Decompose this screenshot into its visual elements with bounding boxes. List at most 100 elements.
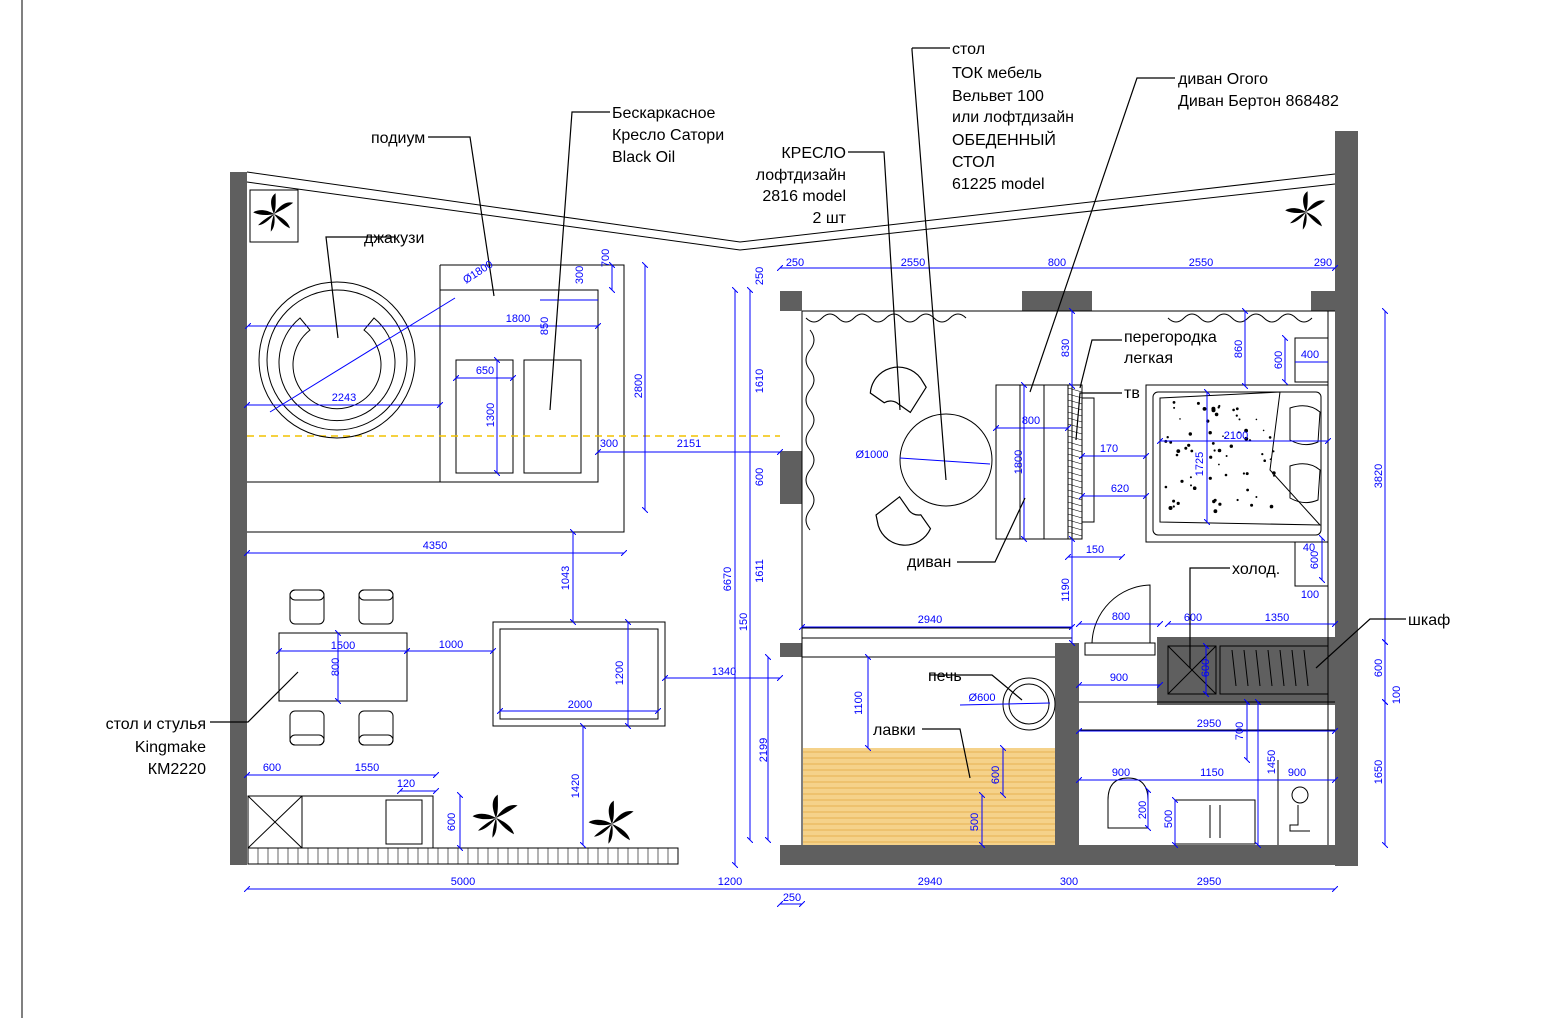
curtains (805, 313, 1313, 531)
wardrobe (1219, 645, 1329, 695)
label-beanbag: Black Oil (612, 149, 675, 166)
dim-text: 500 (1163, 810, 1175, 828)
wall-pier-side (780, 451, 802, 504)
dim-text: 300 (600, 438, 618, 450)
dim-text: 1611 (754, 559, 766, 583)
dim-text: 600 (1309, 551, 1321, 569)
walls (230, 131, 1358, 866)
dim-text: 290 (1314, 257, 1332, 269)
dim-text: 850 (539, 317, 551, 335)
west-wall (230, 172, 247, 865)
dim-text: 700 (600, 249, 612, 267)
dim-text: 1550 (355, 762, 379, 774)
dim-text: 2000 (568, 699, 592, 711)
dim-text: 3820 (1373, 464, 1385, 488)
dim-text: 1800 (506, 313, 530, 325)
wall-pier-mid (1022, 291, 1092, 311)
sofa-outline (995, 384, 1069, 540)
sink-cabinet (1174, 799, 1256, 845)
dim-text: 500 (969, 813, 981, 831)
wall-stub (780, 643, 802, 657)
round-table (899, 413, 993, 507)
dim-text: 600 (1200, 659, 1212, 677)
dim-text: 830 (1060, 339, 1072, 357)
dim-text: 2950 (1197, 718, 1221, 730)
tv-unit (1081, 397, 1095, 523)
dim-text: 2100 (1224, 430, 1248, 442)
shower-icon (1291, 786, 1309, 804)
label-armchair: 2 шт (812, 210, 846, 227)
label-tv: тв (1124, 385, 1140, 402)
dim-text: 4350 (423, 540, 447, 552)
label-sofa-ogogo: Диван Бертон 868482 (1178, 93, 1339, 110)
dim-text: 1190 (1060, 578, 1072, 602)
plant-icon (253, 193, 294, 232)
label-armchair: 2816 model (762, 188, 846, 205)
fridge-wardrobe (1167, 645, 1329, 695)
label-sofa: диван (907, 554, 951, 571)
dim-text: 2199 (758, 738, 770, 762)
jacuzzi (258, 281, 416, 439)
dim-text: 600 (990, 766, 1002, 784)
dim-text: 40 (1303, 542, 1315, 554)
dim-text: 1350 (1265, 612, 1289, 624)
dim-text: 1610 (754, 369, 766, 393)
dim-text: 250 (754, 267, 766, 285)
dim-text: 170 (1100, 443, 1118, 455)
dim-text: 2550 (901, 257, 925, 269)
dining-table (278, 632, 408, 702)
dim-text: 860 (1233, 340, 1245, 358)
dim-text: 2151 (677, 438, 701, 450)
podium-bench-left (455, 359, 514, 474)
dim-text: 150 (738, 613, 750, 631)
label-dining: КМ2220 (148, 761, 206, 778)
dim-text: 1420 (570, 774, 582, 798)
wall-pier-top (780, 291, 802, 311)
dim-text: 1200 (718, 876, 742, 888)
label-jacuzzi: джакузи (364, 230, 424, 247)
east-wall (1335, 131, 1358, 866)
dim-text: 1000 (439, 639, 463, 651)
plant-icon (472, 794, 518, 838)
dim-text: 250 (786, 257, 804, 269)
dim-text: 900 (1288, 767, 1306, 779)
dim-text: 600 (1184, 612, 1202, 624)
chair-icon (289, 589, 325, 625)
dim-text: 600 (446, 813, 458, 831)
dim-text: 2940 (918, 876, 942, 888)
dim-text: Ø1000 (855, 449, 888, 461)
beanbag-seat (523, 359, 582, 474)
dim-text: 700 (1234, 722, 1246, 740)
dim-text: 300 (574, 266, 586, 284)
door-swing (1091, 584, 1151, 644)
dim-text: Ø600 (969, 692, 996, 704)
dim-text: 1340 (712, 666, 736, 678)
dim-text: 2550 (1189, 257, 1213, 269)
dim-text: 2800 (633, 374, 645, 398)
label-table-line: ТОК мебель (952, 65, 1042, 82)
dim-text: 2243 (332, 392, 356, 404)
plant-icon (588, 800, 634, 844)
dim-text: 6670 (722, 567, 734, 591)
dim-text: 900 (1112, 767, 1130, 779)
plant-icon (1285, 191, 1326, 230)
label-table-line: или лофтдизайн (952, 109, 1074, 126)
label-table-line: ОБЕДЕННЫЙ (952, 130, 1056, 149)
dim-text: 1725 (1194, 452, 1206, 476)
wardrobe-wall (1157, 637, 1338, 705)
fridge (1167, 645, 1217, 695)
label-dining: Kingmake (135, 739, 206, 756)
label-table-line: СТОЛ (952, 154, 995, 171)
dim-text: 1100 (853, 691, 865, 715)
dim-text: 1043 (560, 566, 572, 590)
dim-text: 650 (476, 365, 494, 377)
dim-text: 800 (330, 658, 342, 676)
dim-text: 600 (263, 762, 281, 774)
chair-icon (358, 589, 394, 625)
dim-text: 200 (1137, 801, 1149, 819)
dim-text: 1500 (331, 640, 355, 652)
dim-text: 5000 (451, 876, 475, 888)
dim-text: 800 (1022, 415, 1040, 427)
